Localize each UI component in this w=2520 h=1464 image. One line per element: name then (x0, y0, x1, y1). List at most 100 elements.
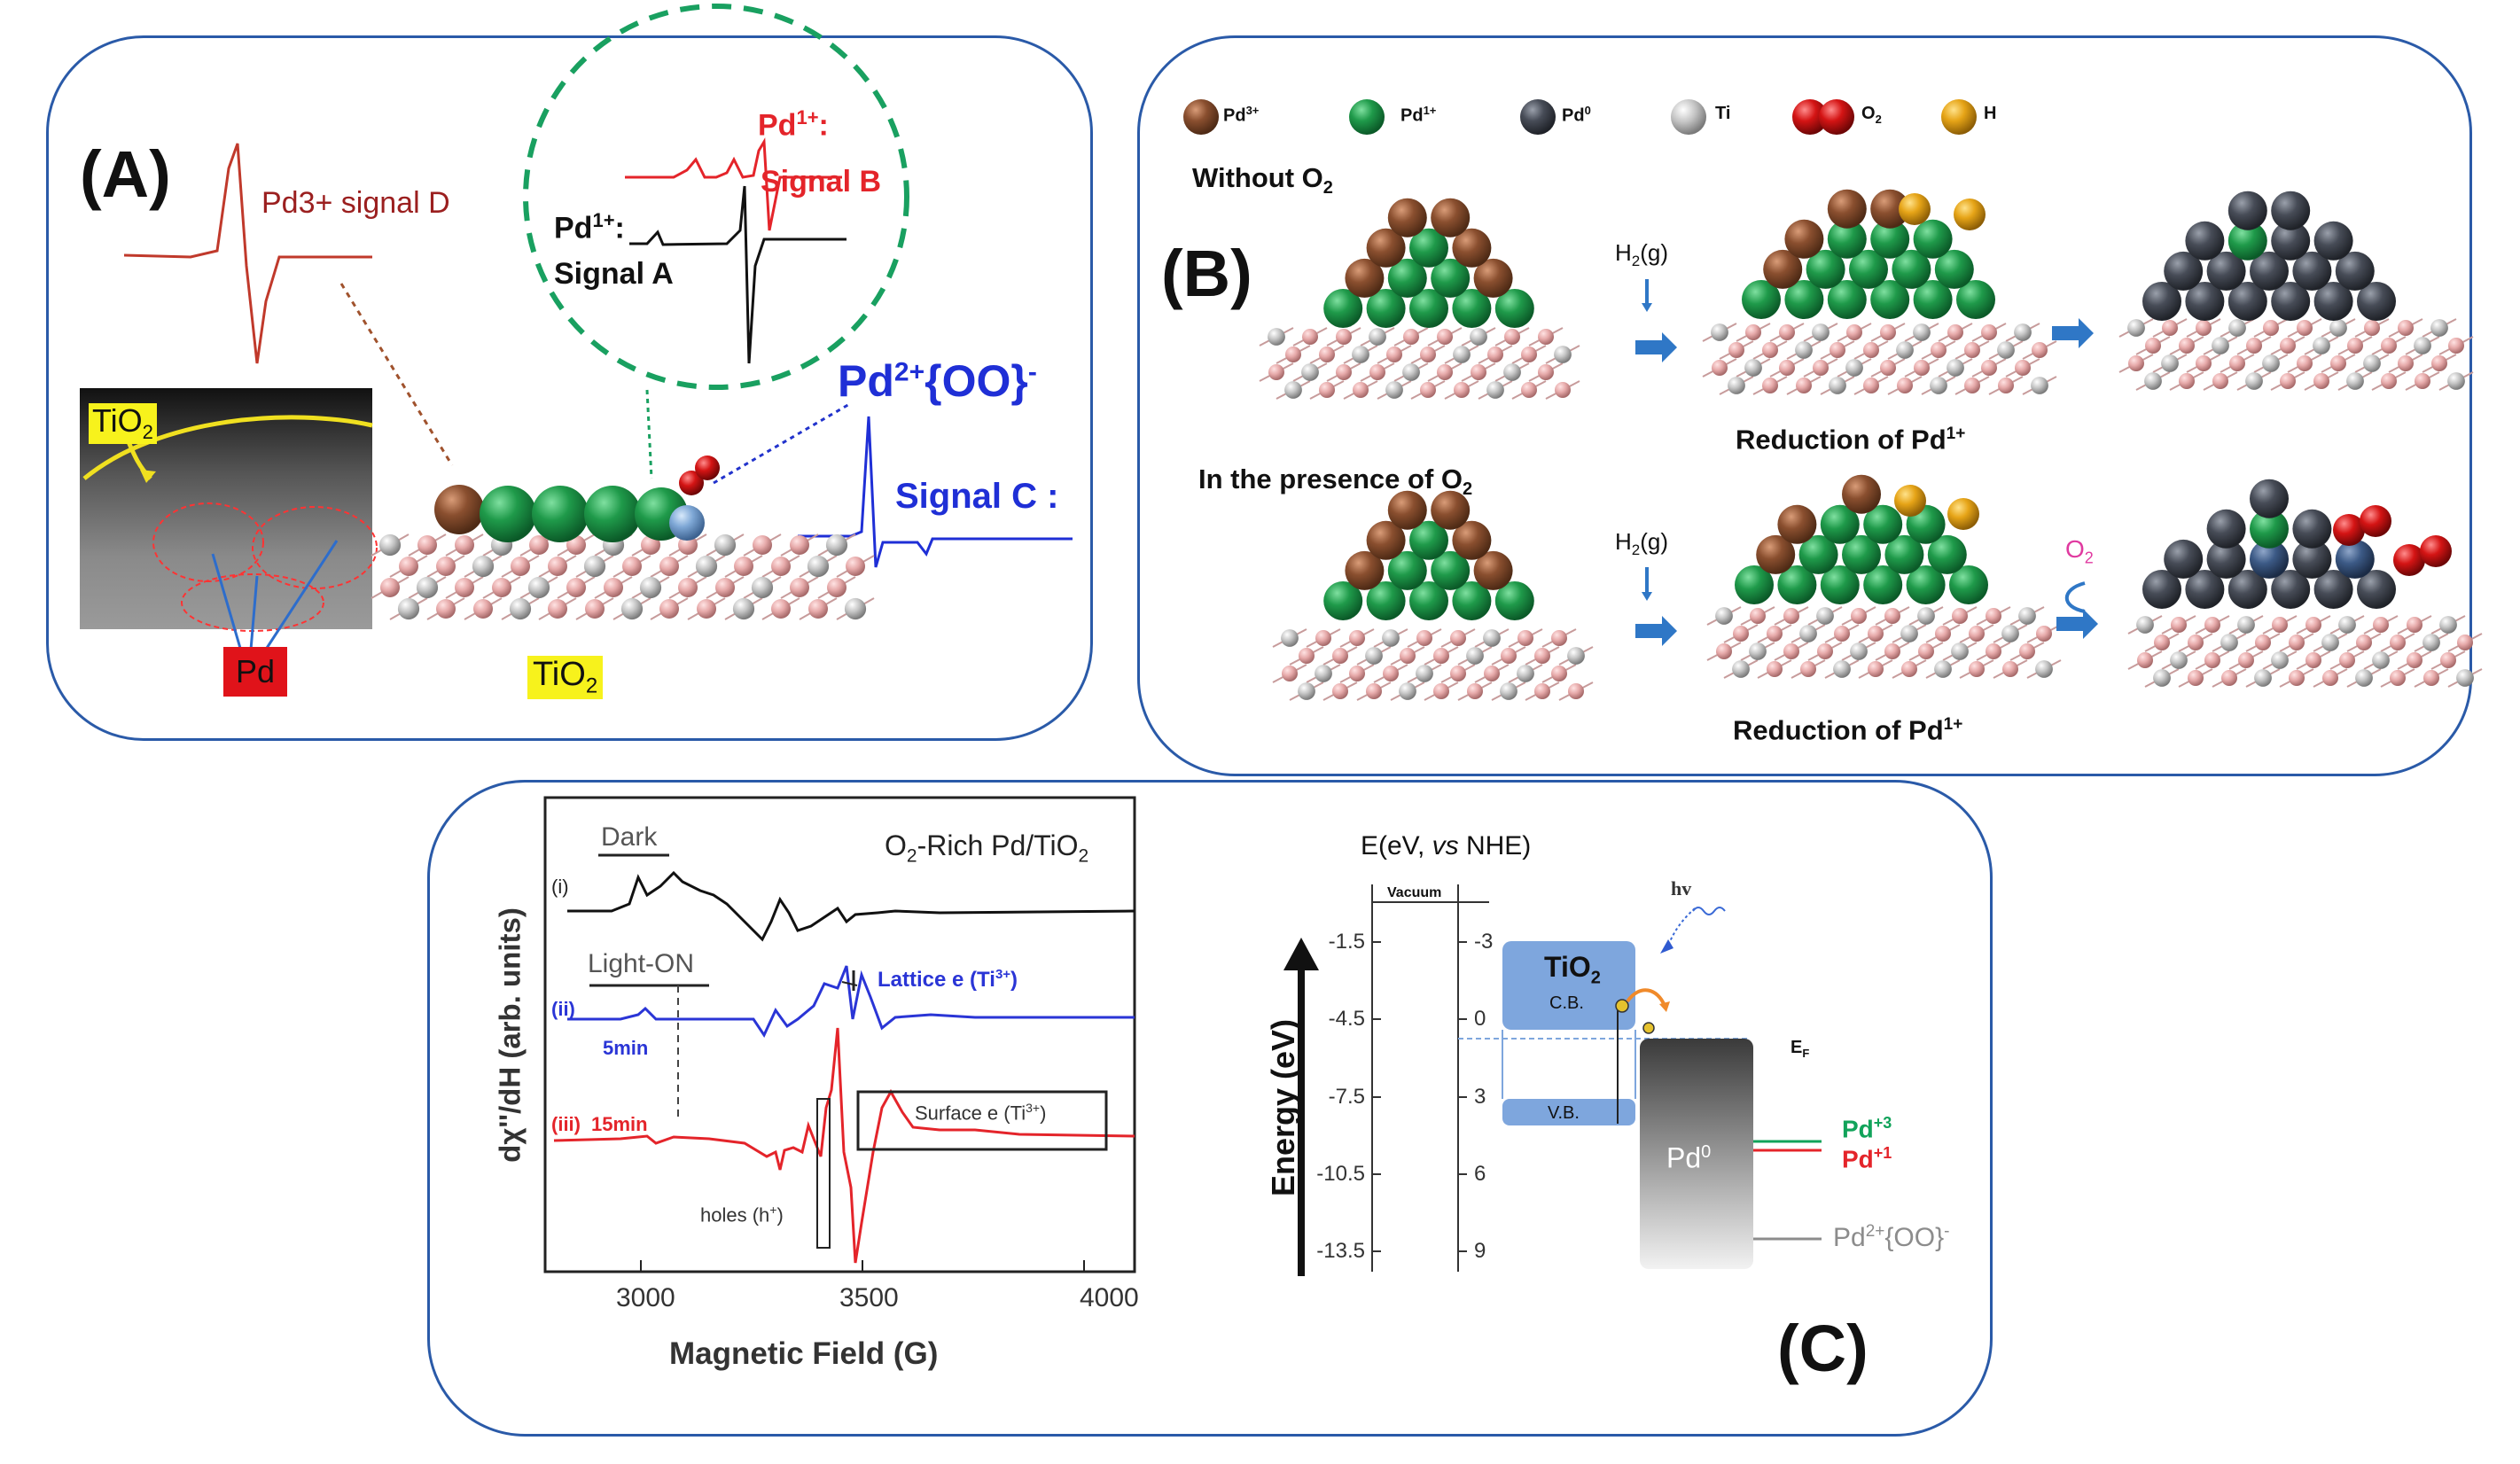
o2-atom (2420, 535, 2452, 567)
legend-sphere (1819, 99, 1854, 135)
ti-atom (1833, 660, 1851, 678)
ti-atom (620, 597, 644, 620)
ti-atom (1951, 642, 1969, 660)
o-atom (2356, 635, 2372, 650)
o-atom (1538, 329, 1554, 345)
pd-atom (1870, 189, 1910, 229)
pd-atom (1366, 289, 1406, 328)
holes-box (816, 1098, 831, 1249)
o-atom (2171, 617, 2187, 633)
o-atom (2221, 670, 2237, 686)
o-atom (1534, 648, 1550, 664)
o-atom (1454, 382, 1470, 398)
pd-atom (2227, 191, 2267, 230)
pd-atom (1323, 289, 1363, 328)
o-atom (1315, 630, 1331, 646)
pd-atom (1345, 550, 1385, 590)
pd2oo-level-label: Pd2+{OO}- (1833, 1222, 1950, 1252)
o-atom (1969, 626, 1985, 642)
pd-atom (1366, 228, 1406, 268)
ti-atom (2035, 660, 2053, 678)
ti-atom (2212, 337, 2229, 354)
trace-i-label: (i) (551, 876, 569, 898)
o-atom (2381, 338, 2397, 354)
pd-atom (2250, 479, 2289, 518)
pd-atom (1842, 534, 1881, 574)
band-left-tick-label: -7.5 (1328, 1085, 1365, 1109)
o-atom (585, 599, 605, 619)
ti-atom (1816, 607, 1834, 625)
o-atom (753, 535, 772, 555)
epr-plot-frame (543, 796, 1136, 1273)
o-atom (1846, 324, 1862, 340)
ti-atom (2001, 625, 2019, 642)
pd-atom (1452, 289, 1492, 328)
pd-atom (1409, 289, 1448, 328)
o-atom (1986, 608, 2001, 624)
o-atom (1501, 648, 1517, 664)
pd-atom (1777, 504, 1817, 544)
o-atom (2238, 652, 2254, 668)
o-atom (1800, 661, 1816, 677)
o-atom (2289, 670, 2305, 686)
pd-atom (1345, 258, 1385, 298)
ti-atom (1517, 665, 1534, 682)
pd-atom (1742, 280, 1781, 319)
o-atom (1767, 626, 1783, 642)
signal-b-label: Signal B (761, 165, 882, 199)
o-atom (1779, 360, 1795, 376)
ti-atom (807, 555, 830, 578)
o-atom (1319, 347, 1335, 362)
band-left-tick-label: -10.5 (1316, 1162, 1365, 1186)
o-atom (1981, 324, 1997, 340)
pd-atom (2206, 509, 2246, 549)
ti-atom (1486, 381, 1504, 399)
tio2-cb-block (1502, 941, 1635, 1030)
pd-atom (2164, 251, 2204, 291)
legend-sphere (1671, 99, 1706, 135)
pd-atom (1431, 490, 1471, 530)
o-atom (659, 599, 679, 619)
o-atom (1416, 630, 1432, 646)
pd-atom (2227, 282, 2267, 321)
pd-atom (1409, 581, 1448, 620)
pd-atom (1452, 581, 1492, 620)
pd1-signal-b-heading: Pd1+: (758, 106, 829, 143)
o-atom (2229, 355, 2245, 371)
o-atom (678, 578, 698, 597)
ti-atom (844, 597, 867, 620)
pd3-signal-label: Pd3+ signal D (261, 186, 450, 220)
panel-b-frame (1137, 35, 2472, 776)
o-atom (1568, 683, 1584, 699)
ti-atom (1402, 363, 1420, 381)
o-atom (2162, 320, 2178, 336)
pd-atom (2142, 570, 2181, 609)
ti-atom (1382, 629, 1400, 647)
ti-atom (1503, 363, 1521, 381)
pd-atom (2164, 539, 2204, 579)
legend-sphere (1183, 99, 1219, 135)
panel-c-label: (C) (1777, 1312, 1869, 1385)
o2-atom (2360, 505, 2391, 537)
epr-xtick-4000: 4000 (1080, 1283, 1139, 1312)
o-atom (808, 599, 828, 619)
tio2-lattice (1272, 628, 1594, 701)
o-atom (2407, 652, 2422, 668)
o-atom (1964, 378, 1980, 393)
vacuum-label: Vacuum (1387, 885, 1442, 900)
o-atom (2204, 652, 2220, 668)
o-atom (1521, 347, 1537, 362)
o-atom (1964, 342, 1980, 358)
tio2-lattice (1706, 606, 2062, 679)
pd-atom (2206, 251, 2246, 291)
o-atom (1484, 666, 1500, 681)
o-atom (1403, 329, 1419, 345)
o-atom (2280, 338, 2296, 354)
ti-atom (2144, 372, 2162, 390)
o-atom (1538, 364, 1554, 380)
pd3-epr-trace (123, 143, 372, 364)
o-atom (1349, 666, 1365, 681)
ti-atom (1744, 359, 1762, 377)
pd-atom (1387, 198, 1427, 238)
ti-atom (2014, 323, 2032, 341)
